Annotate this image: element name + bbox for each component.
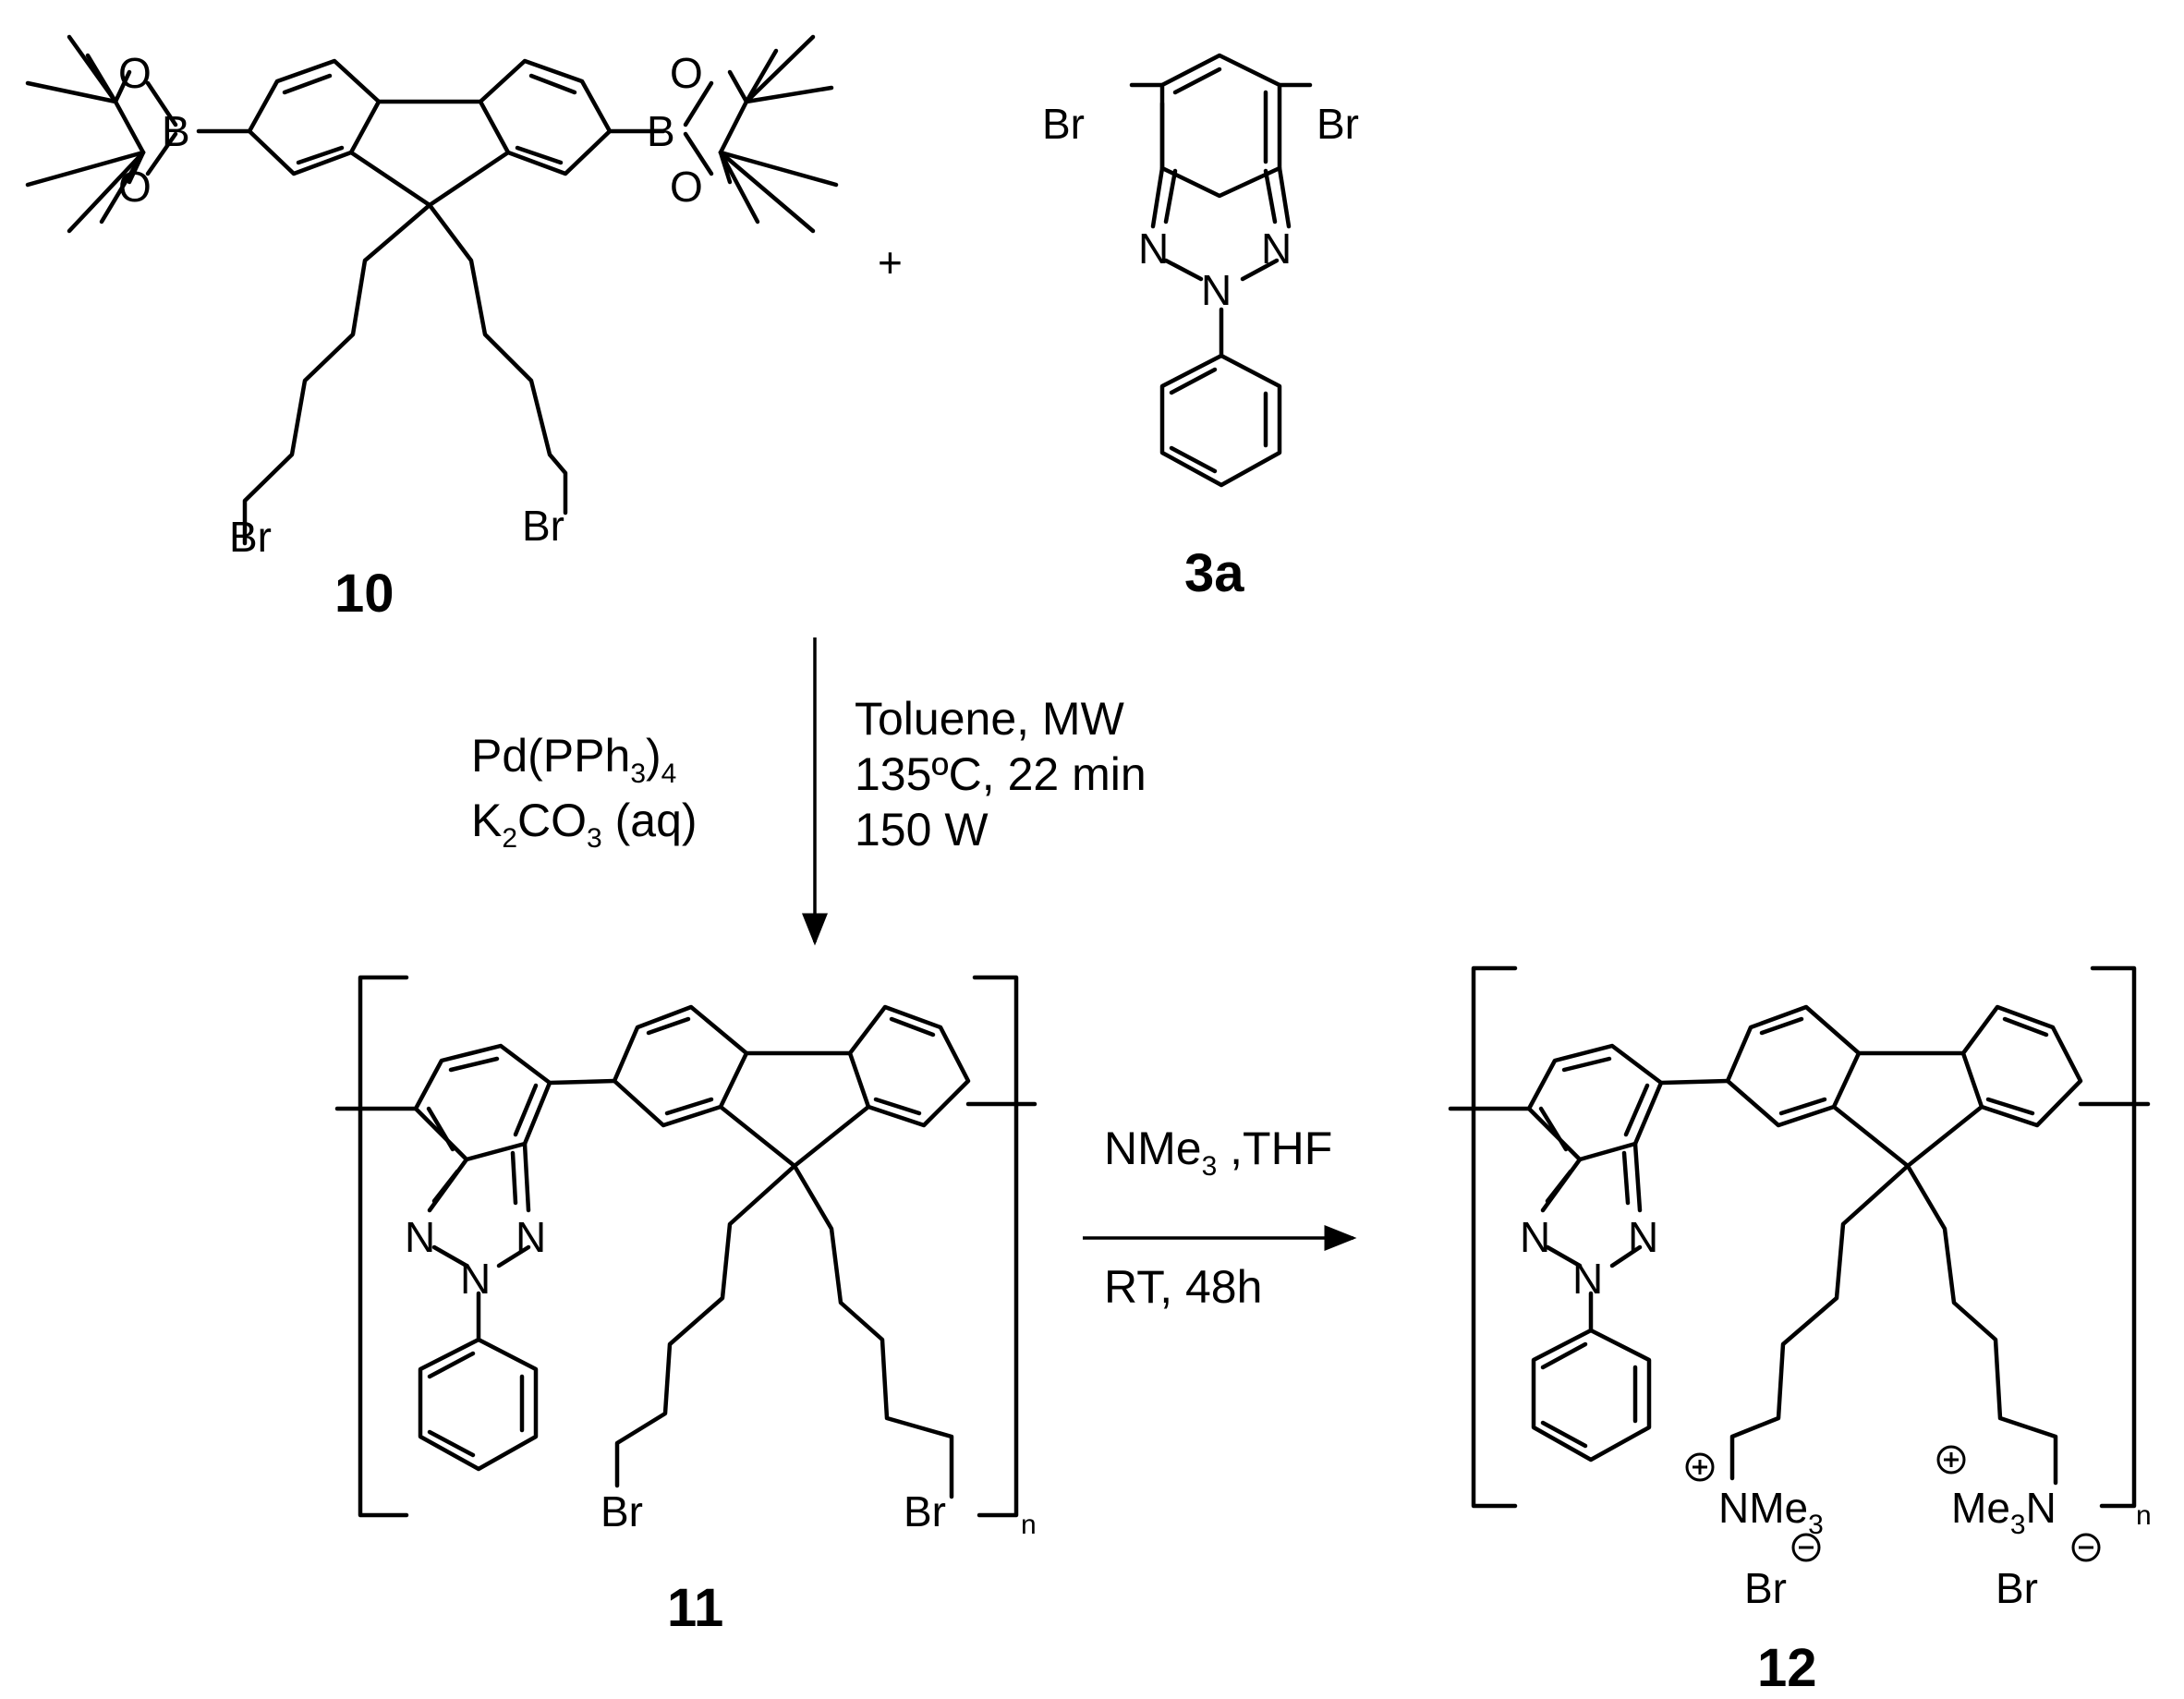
atom-b: B	[647, 107, 675, 155]
atom-b: B	[162, 107, 190, 155]
compound-11-structure	[334, 975, 1037, 1518]
bromide-left: Br	[1744, 1564, 1787, 1612]
trimethylammonium-left: NMe3	[1718, 1484, 1824, 1540]
compound-10-label: 10	[334, 564, 394, 624]
atom-br: Br	[1042, 100, 1085, 148]
negative-charge-icon	[1791, 1533, 1821, 1562]
atom-n: N	[1261, 225, 1292, 273]
atom-n: N	[460, 1255, 491, 1303]
compound-12-label: 12	[1757, 1638, 1817, 1698]
power-label: 150 W	[855, 804, 989, 856]
atom-n: N	[1520, 1213, 1550, 1261]
catalyst-label: Pd(PPh3)4	[471, 730, 676, 789]
atom-n: N	[516, 1213, 546, 1261]
atom-br: Br	[229, 513, 272, 561]
compound-3a-structure	[1129, 53, 1313, 488]
atom-o: O	[118, 49, 152, 97]
atom-o: O	[670, 163, 703, 211]
base-label: K2CO3 (aq)	[471, 795, 698, 854]
compound-11-label: 11	[667, 1578, 723, 1638]
atom-n: N	[1572, 1255, 1603, 1303]
reagent-label: NMe3 ,THF	[1104, 1123, 1332, 1182]
atom-n: N	[1138, 225, 1169, 273]
bromide-right: Br	[1996, 1564, 2038, 1612]
positive-charge-icon	[1685, 1452, 1715, 1482]
atom-n: N	[1201, 266, 1232, 314]
atom-br: Br	[522, 502, 564, 550]
atom-n: N	[405, 1213, 435, 1261]
negative-charge-icon	[2071, 1533, 2101, 1562]
trimethylammonium-right: Me3N	[1951, 1484, 2057, 1540]
repeat-unit-n: n	[2136, 1500, 2152, 1531]
atom-o: O	[118, 163, 152, 211]
positive-charge-icon	[1936, 1445, 1966, 1474]
plus-sign: +	[878, 238, 903, 286]
solvent-label: Toluene, MW	[855, 693, 1125, 745]
temperature-time-label: 135ºC, 22 min	[855, 748, 1147, 800]
atom-o: O	[670, 49, 703, 97]
compound-10-structure	[25, 34, 839, 546]
atom-br: Br	[1316, 100, 1359, 148]
atom-br: Br	[904, 1487, 946, 1535]
compound-12-structure	[1448, 965, 2151, 1562]
atom-n: N	[1628, 1213, 1658, 1261]
atom-br: Br	[601, 1487, 643, 1535]
repeat-unit-n: n	[1021, 1510, 1037, 1540]
conditions-label: RT, 48h	[1104, 1261, 1262, 1313]
compound-3a-label: 3a	[1184, 543, 1244, 603]
